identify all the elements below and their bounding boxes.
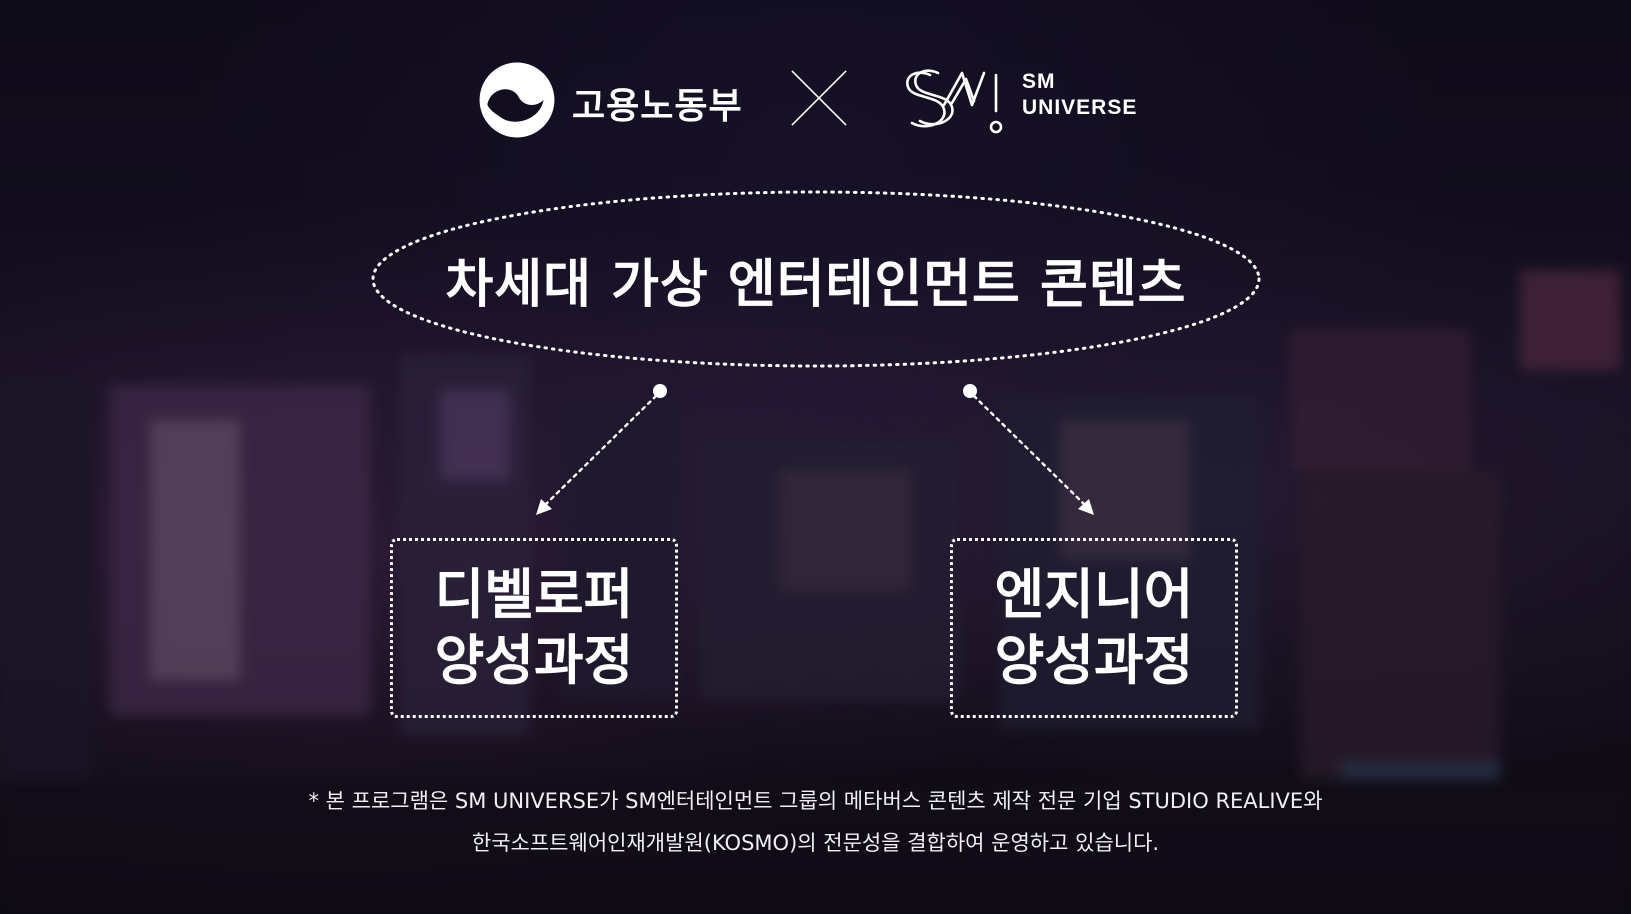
taegeuk-emblem-icon bbox=[479, 62, 555, 138]
headline: 차세대 가상 엔터테인먼트 콘텐츠 bbox=[445, 254, 1187, 315]
course-title-line2: 양성과정 bbox=[994, 629, 1194, 692]
course-title-line1: 디벨로퍼 bbox=[434, 563, 634, 626]
footnote: * 본 프로그램은 SM UNIVERSE가 SM엔터테인먼트 그룹의 메타버스… bbox=[0, 780, 1631, 864]
sm-wordmark-line2: UNIVERSE bbox=[1022, 96, 1138, 119]
course-title-line1: 엔지니어 bbox=[994, 563, 1194, 626]
headline-ellipse bbox=[371, 190, 1261, 368]
cross-icon bbox=[791, 70, 847, 126]
sm-logo-icon bbox=[906, 69, 1003, 134]
footnote-line1: * 본 프로그램은 SM UNIVERSE가 SM엔터테인먼트 그룹의 메타버스… bbox=[308, 789, 1323, 813]
footnote-line2: 한국소프트웨어인재개발원(KOSMO)의 전문성을 결합하여 운영하고 있습니다… bbox=[471, 831, 1160, 855]
logo-row: 고용노동부 SM UNIVERSE bbox=[0, 55, 1631, 140]
sm-universe-wordmark: SM UNIVERSE bbox=[1022, 69, 1137, 121]
right-arrow bbox=[963, 384, 1094, 515]
moel-wordmark: 고용노동부 bbox=[572, 86, 743, 127]
course-title-line2: 양성과정 bbox=[434, 629, 634, 692]
engineer-course-box: 엔지니어 양성과정 bbox=[950, 538, 1238, 718]
developer-course-box: 디벨로퍼 양성과정 bbox=[390, 538, 678, 718]
left-arrow bbox=[536, 384, 667, 515]
sm-wordmark-line1: SM bbox=[1022, 70, 1056, 93]
